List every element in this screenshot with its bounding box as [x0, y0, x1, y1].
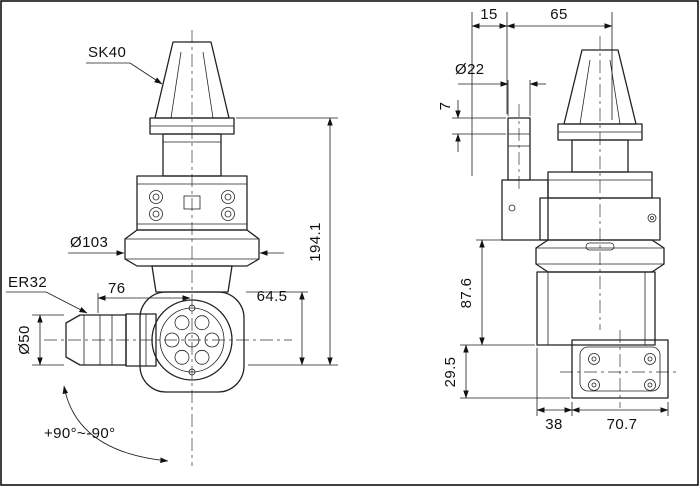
dim-sk40: SK40 [86, 44, 163, 85]
len29-5-label: 29.5 [442, 357, 459, 388]
len87-6-label: 87.6 [458, 278, 475, 309]
side-output-block [571, 339, 669, 399]
dim-7: 7 [437, 100, 506, 152]
len64-5-label: 64.5 [257, 288, 288, 305]
dia50-label: Ø50 [16, 325, 33, 355]
len38-label: 38 [545, 416, 563, 433]
dim-29-5: 29.5 [442, 344, 570, 399]
dia103-label: Ø103 [70, 234, 108, 251]
front-view: SK40 ER32 Ø103 76 Ø50 64 [6, 30, 338, 466]
output-face [151, 299, 233, 381]
sk40-label: SK40 [88, 44, 126, 61]
len76-label: 76 [108, 280, 126, 297]
dim-swivel-range: +90°~-90° [44, 385, 169, 464]
len194-1-label: 194.1 [307, 222, 324, 262]
swivel-range-label: +90°~-90° [44, 425, 115, 442]
dim-64-5: 64.5 [246, 288, 308, 366]
dim-15-65: 15 65 [471, 6, 613, 176]
dim-er32: ER32 [6, 274, 88, 314]
len15-label: 15 [480, 6, 498, 23]
dim-dia50: Ø50 [16, 314, 64, 366]
side-lower-body [536, 271, 656, 346]
len65-label: 65 [550, 6, 568, 23]
er32-label: ER32 [8, 274, 47, 291]
len70-7-label: 70.7 [607, 416, 638, 433]
dia22-label: Ø22 [455, 61, 485, 78]
angle-head-body [139, 265, 245, 393]
dim-87-6: 87.6 [458, 239, 535, 346]
dim-dia103: Ø103 [68, 234, 284, 256]
side-view: 15 65 Ø22 7 87.6 29.5 [437, 6, 680, 433]
dim-76: 76 [97, 280, 191, 313]
dim-38-70-7: 38 70.7 [536, 348, 669, 433]
side-bracket-cylinder [501, 117, 549, 241]
flange-dia103 [124, 229, 260, 267]
len7-label: 7 [437, 102, 454, 111]
er32-collet-nut [65, 313, 157, 367]
dim-dia22: Ø22 [455, 61, 546, 116]
dim-194-1: 194.1 [236, 117, 338, 366]
